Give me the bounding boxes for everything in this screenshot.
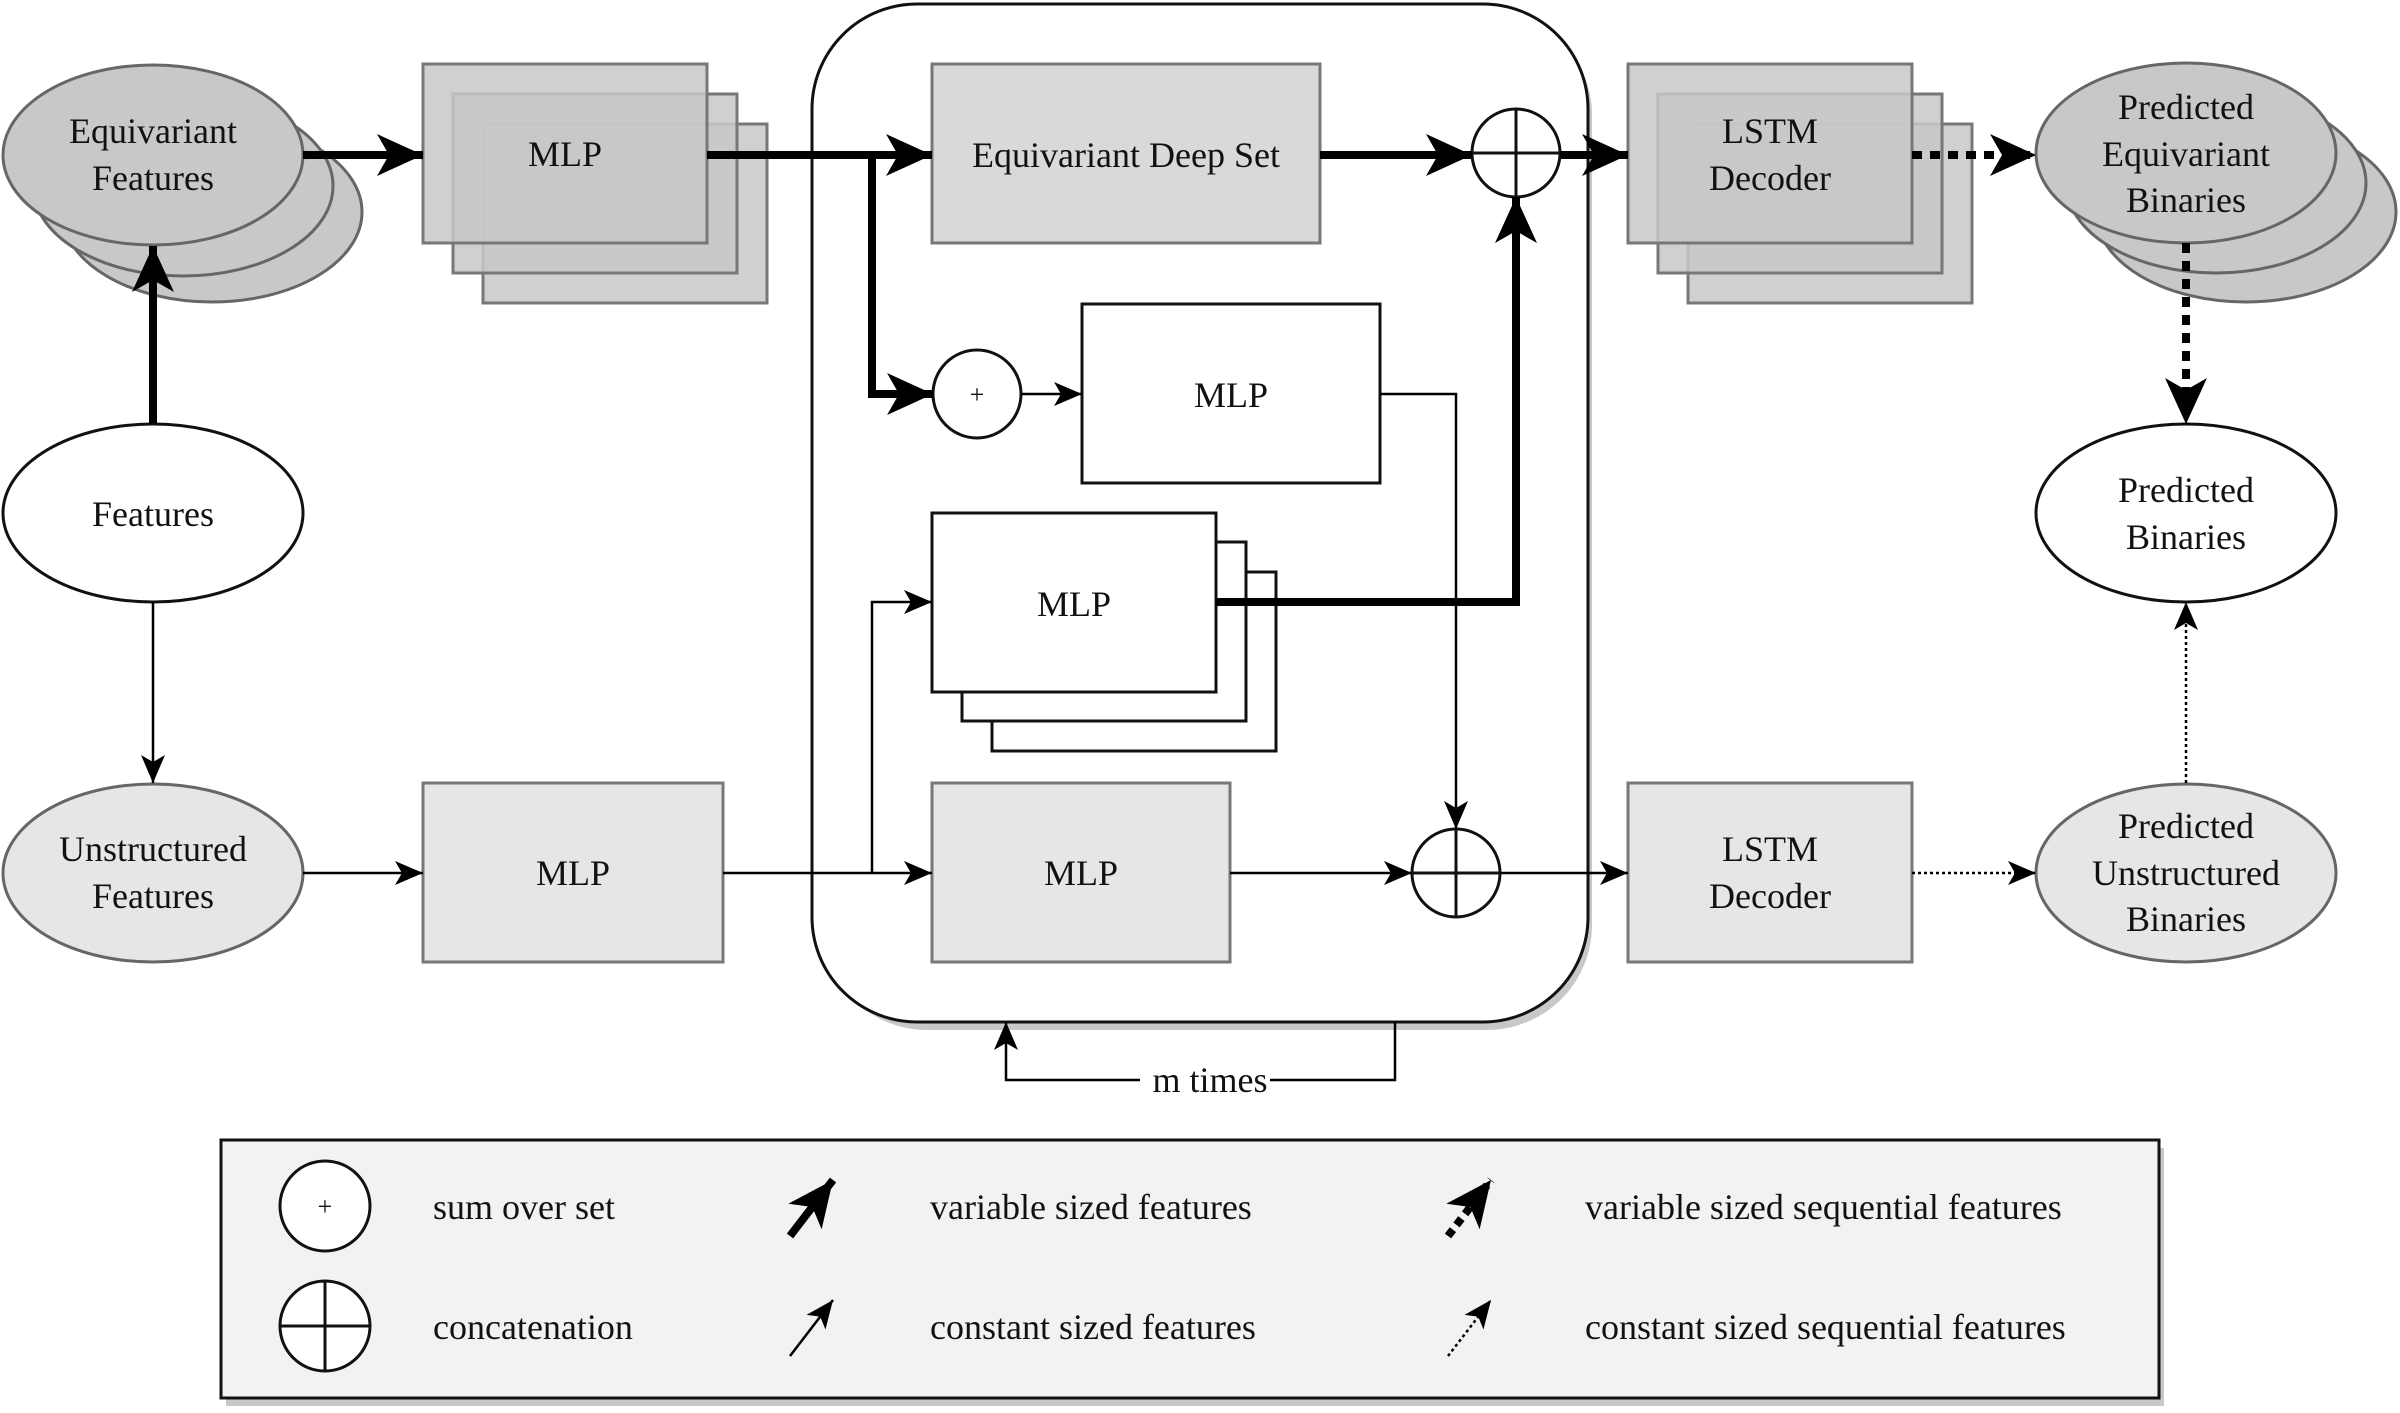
unstructured-features-node: Unstructured Features [1, 782, 305, 964]
loop-label: m times [1153, 1060, 1268, 1100]
legend-sum-label: sum over set [433, 1187, 615, 1227]
legend-variable-arrow-icon [786, 1177, 837, 1239]
lstm-decoder-bottom-node: LSTM Decoder [1626, 781, 1914, 964]
predicted-unstructured-binaries-line1: Predicted [2118, 806, 2254, 846]
edge-mlp-to-sum [868, 155, 933, 415]
mlp-equivariant-node: MLP [421, 62, 769, 305]
equivariant-deep-set-label: Equivariant Deep Set [972, 135, 1280, 175]
legend-concat-icon [278, 1279, 372, 1373]
mlp-stack-label: MLP [1037, 584, 1111, 624]
legend-variable-seq-arrow-icon [1444, 1177, 1495, 1239]
legend-sum-icon: + [278, 1159, 372, 1253]
legend-sum-symbol: + [318, 1192, 333, 1221]
lstm-decoder-bottom-line2: Decoder [1709, 876, 1831, 916]
predicted-binaries-node: Predicted Binaries [2034, 422, 2338, 604]
predicted-equivariant-binaries-node: Predicted Equivariant Binaries [2034, 61, 2398, 304]
predicted-equivariant-binaries-line3: Binaries [2126, 180, 2246, 220]
unstructured-features-line1: Unstructured [59, 829, 247, 869]
lstm-decoder-bottom-line1: LSTM [1722, 829, 1818, 869]
mlp-sum-label: MLP [1194, 375, 1268, 415]
predicted-unstructured-binaries-node: Predicted Unstructured Binaries [2034, 782, 2338, 964]
edge-branch-to-mlp-stack [870, 590, 932, 873]
lstm-decoder-top-line1: LSTM [1722, 111, 1818, 151]
sum-symbol: + [970, 380, 985, 409]
edge-mlp-sum-to-concat-bottom [1380, 392, 1468, 829]
mlp-equivariant-label: MLP [528, 134, 602, 174]
loop-label-bg [1140, 1058, 1270, 1100]
predicted-equivariant-binaries-line1: Predicted [2118, 87, 2254, 127]
mlp-unstructured-node: MLP [421, 781, 725, 964]
predicted-equivariant-binaries-line2: Equivariant [2102, 134, 2270, 174]
legend-constant-label: constant sized features [930, 1307, 1256, 1347]
predicted-unstructured-binaries-line2: Unstructured [2092, 853, 2280, 893]
mlp-sum-node: MLP [1080, 302, 1382, 485]
equivariant-features-line1: Equivariant [69, 111, 237, 151]
legend-constant-arrow-icon [789, 1299, 834, 1357]
features-node: Features [1, 422, 305, 604]
concat-bottom-node [1410, 827, 1502, 919]
equivariant-features-line2: Features [92, 158, 214, 198]
legend-variable-seq-label: variable sized sequential features [1585, 1187, 2062, 1227]
predicted-unstructured-binaries-line3: Binaries [2126, 899, 2246, 939]
lstm-decoder-top-line2: Decoder [1709, 158, 1831, 198]
mlp-unstructured-label: MLP [536, 853, 610, 893]
legend-variable-label: variable sized features [930, 1187, 1252, 1227]
equivariant-deep-set-node: Equivariant Deep Set [930, 62, 1322, 245]
mlp-stack-node: MLP [930, 511, 1278, 753]
unstructured-features-line2: Features [92, 876, 214, 916]
predicted-binaries-line2: Binaries [2126, 517, 2246, 557]
legend-constant-seq-label: constant sized sequential features [1585, 1307, 2066, 1347]
concat-top-node [1470, 107, 1562, 199]
legend: + sum over set concatenation variable si… [219, 1138, 2164, 1406]
sum-over-set-node: + [931, 348, 1023, 440]
predicted-binaries-line1: Predicted [2118, 470, 2254, 510]
features-label: Features [92, 494, 214, 534]
mlp-inner-label: MLP [1044, 853, 1118, 893]
equivariant-features-node: Equivariant Features [1, 63, 364, 304]
edge-mlp-stack-to-concat [1216, 197, 1537, 606]
lstm-decoder-top-node: LSTM Decoder [1626, 62, 1974, 305]
mlp-inner-node: MLP [930, 781, 1232, 964]
legend-concat-label: concatenation [433, 1307, 633, 1347]
